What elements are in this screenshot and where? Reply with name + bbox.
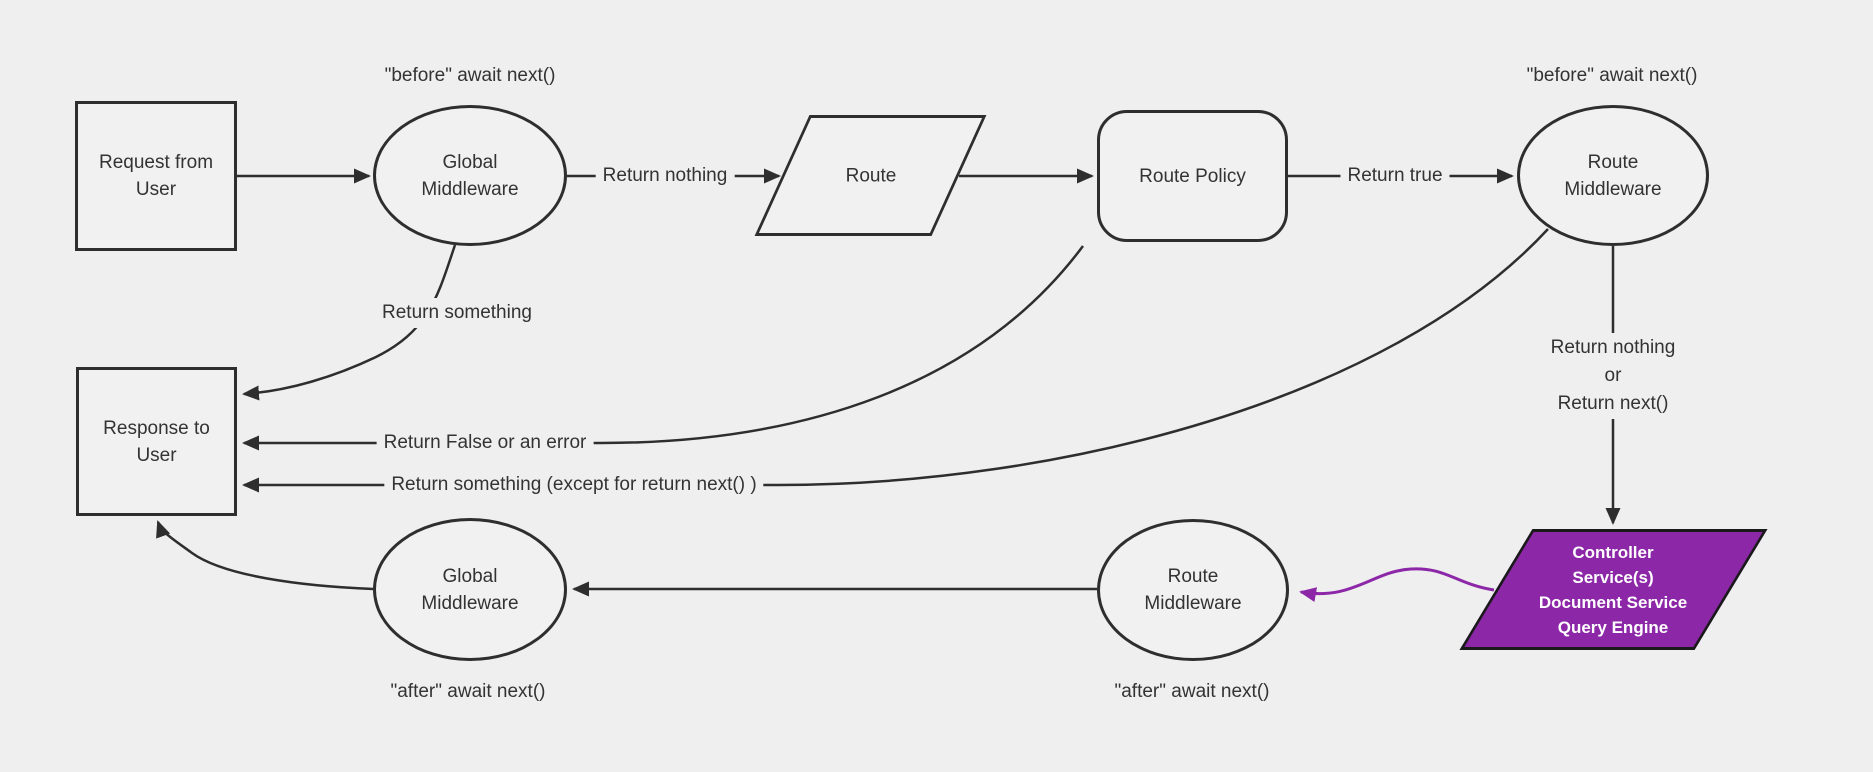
annotation-before-await-global: "before" await next() <box>384 65 556 86</box>
node-label: Global Middleware <box>421 151 519 200</box>
node-request-from-user: Request from User <box>75 101 237 251</box>
edge-label-return-false: Return False or an error <box>376 428 594 458</box>
edge-label-return-true: Return true <box>1340 161 1450 191</box>
edge-label-return-something: Return something <box>375 298 539 328</box>
node-global-middleware-bottom: Global Middleware <box>373 518 567 661</box>
annotation-before-await-route: "before" await next() <box>1526 65 1698 86</box>
node-route-middleware-bottom: Route Middleware <box>1097 519 1289 661</box>
node-label: Request from User <box>98 152 214 200</box>
edge-return-false <box>242 245 1085 451</box>
node-global-middleware-top: Global Middleware <box>373 105 567 246</box>
annotation-after-await-global: "after" await next() <box>390 681 546 702</box>
edge-label-return-nothing: Return nothing <box>595 161 735 191</box>
node-controller-services-label: Controller Service(s) Document Service Q… <box>1538 543 1688 637</box>
edge-controller-to-route-middleware <box>1299 567 1495 602</box>
edge-label-return-nothing-or-next: Return nothing or Return next() <box>1543 333 1683 419</box>
node-route-label: Route <box>845 165 897 187</box>
node-response-to-user: Response to User <box>76 367 237 516</box>
node-label: Route Middleware <box>1144 566 1242 614</box>
node-label: Global Middleware <box>421 565 519 614</box>
node-label: Route Policy <box>1139 165 1246 187</box>
annotation-after-await-route: "after" await next() <box>1114 681 1270 702</box>
edge-label-return-something-except: Return something (except for return next… <box>384 470 764 500</box>
node-route-policy: Route Policy <box>1097 110 1288 242</box>
edge-global-bottom-to-response <box>156 520 374 591</box>
node-label: Route Middleware <box>1564 151 1662 200</box>
node-route-middleware-top: Route Middleware <box>1517 105 1709 246</box>
node-label: Response to User <box>103 417 210 466</box>
